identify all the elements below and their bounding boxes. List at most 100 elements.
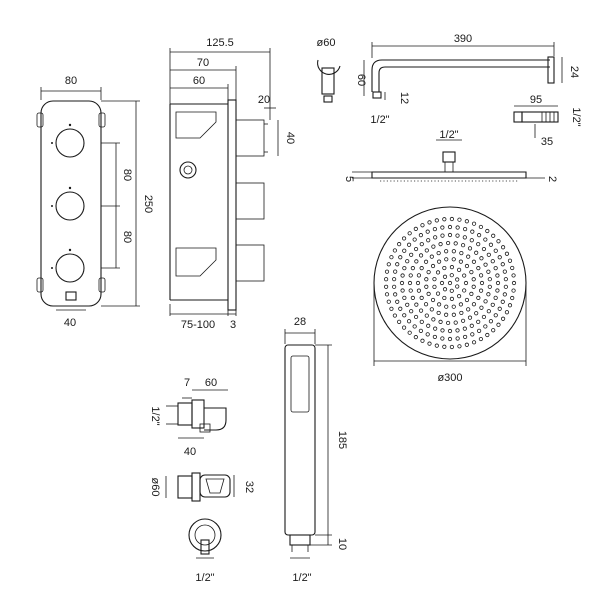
nozzle [455,225,460,230]
nozzle [449,216,454,222]
hand-shower-view: 28 185 10 1/2" [284,316,348,584]
nozzle [462,273,467,278]
nozzle [440,233,445,238]
nozzle [426,269,431,275]
nozzle [393,269,398,274]
nozzle [456,294,462,299]
nozzle [409,252,414,257]
nozzle [445,240,451,246]
nozzle [402,295,407,300]
nozzle [486,252,491,257]
nozzle [425,229,430,234]
nozzle [460,318,466,323]
nozzle [440,336,445,341]
nozzle [469,269,474,275]
nozzle [442,287,448,292]
nozzle [495,280,501,286]
nozzle [397,242,402,247]
nozzle [395,299,400,304]
nozzle [459,250,464,256]
nozzle [451,312,456,317]
handset-thread-label: 1/2" [292,572,311,584]
nozzle [464,219,469,224]
side-depth-60-label: 60 [193,75,205,87]
nozzle [447,232,453,238]
nozzle [439,280,445,286]
nozzle [444,312,449,317]
nozzle [414,259,419,264]
nozzle [425,332,430,337]
nozzle [384,277,389,282]
nozzle [442,344,447,349]
nozzle [442,217,447,222]
valve-height-label: 250 [142,195,154,213]
shower-head-side-view: 1/2" 5 2 [343,129,558,182]
nozzle [440,328,445,333]
nozzle [464,263,470,269]
holder-side-view: 7 60 1/2" 40 [149,377,228,458]
nozzle [430,263,436,269]
nozzle [410,266,415,271]
nozzle [429,254,434,259]
nozzle [479,305,484,310]
nozzle [447,224,453,230]
nozzle [449,296,455,301]
nozzle [444,249,449,254]
nozzle [444,257,449,262]
nozzle [467,315,473,320]
nozzle [426,323,431,328]
nozzle [412,324,417,329]
nozzle [438,319,443,324]
valve-spacing-upper-label: 80 [121,169,133,181]
nozzle [478,224,483,230]
nozzle [392,313,397,318]
nozzle [455,284,460,289]
nozzle [457,217,462,222]
nozzle [384,284,389,289]
nozzle [471,221,477,226]
nozzle [466,307,471,312]
shower-arm-view: 390 60 12 1/2" 24 [355,33,580,126]
nozzle [487,277,492,282]
nozzle [397,319,402,324]
nozzle [386,299,391,304]
valve-front-view: 80 80 80 250 40 [36,75,154,329]
nozzle [419,266,424,271]
nozzle [479,280,485,286]
nozzle [402,313,407,318]
nozzle [423,302,429,307]
nozzle [463,226,468,232]
nozzle [447,336,453,342]
nozzle [510,265,515,271]
side-depth-70-label: 70 [197,57,209,69]
nozzle [416,288,422,293]
shower-head-face-view: ø300 [373,206,527,384]
nozzle [408,288,413,293]
nozzle [490,302,495,307]
nozzle [476,233,482,238]
nozzle [500,262,505,267]
nozzle [488,242,494,247]
nozzle [438,242,443,247]
nozzle [427,341,432,346]
nozzle [476,266,481,271]
nozzle [401,325,407,330]
nozzle [483,237,488,242]
nozzle [409,309,414,314]
nozzle [398,306,403,311]
head-side-thread-label: 1/2" [439,129,458,141]
nozzle [412,237,417,242]
nozzle [432,284,437,289]
nozzle [469,323,474,328]
nozzle [455,233,460,238]
nozzle [427,220,432,225]
side-cap-20-label: 20 [258,94,270,106]
nozzle [386,262,391,267]
nozzle [500,245,506,250]
nozzle [433,326,438,331]
nozzle [406,319,412,324]
nozzle [435,270,441,275]
nozzle [413,314,419,320]
nozzle [486,269,491,274]
